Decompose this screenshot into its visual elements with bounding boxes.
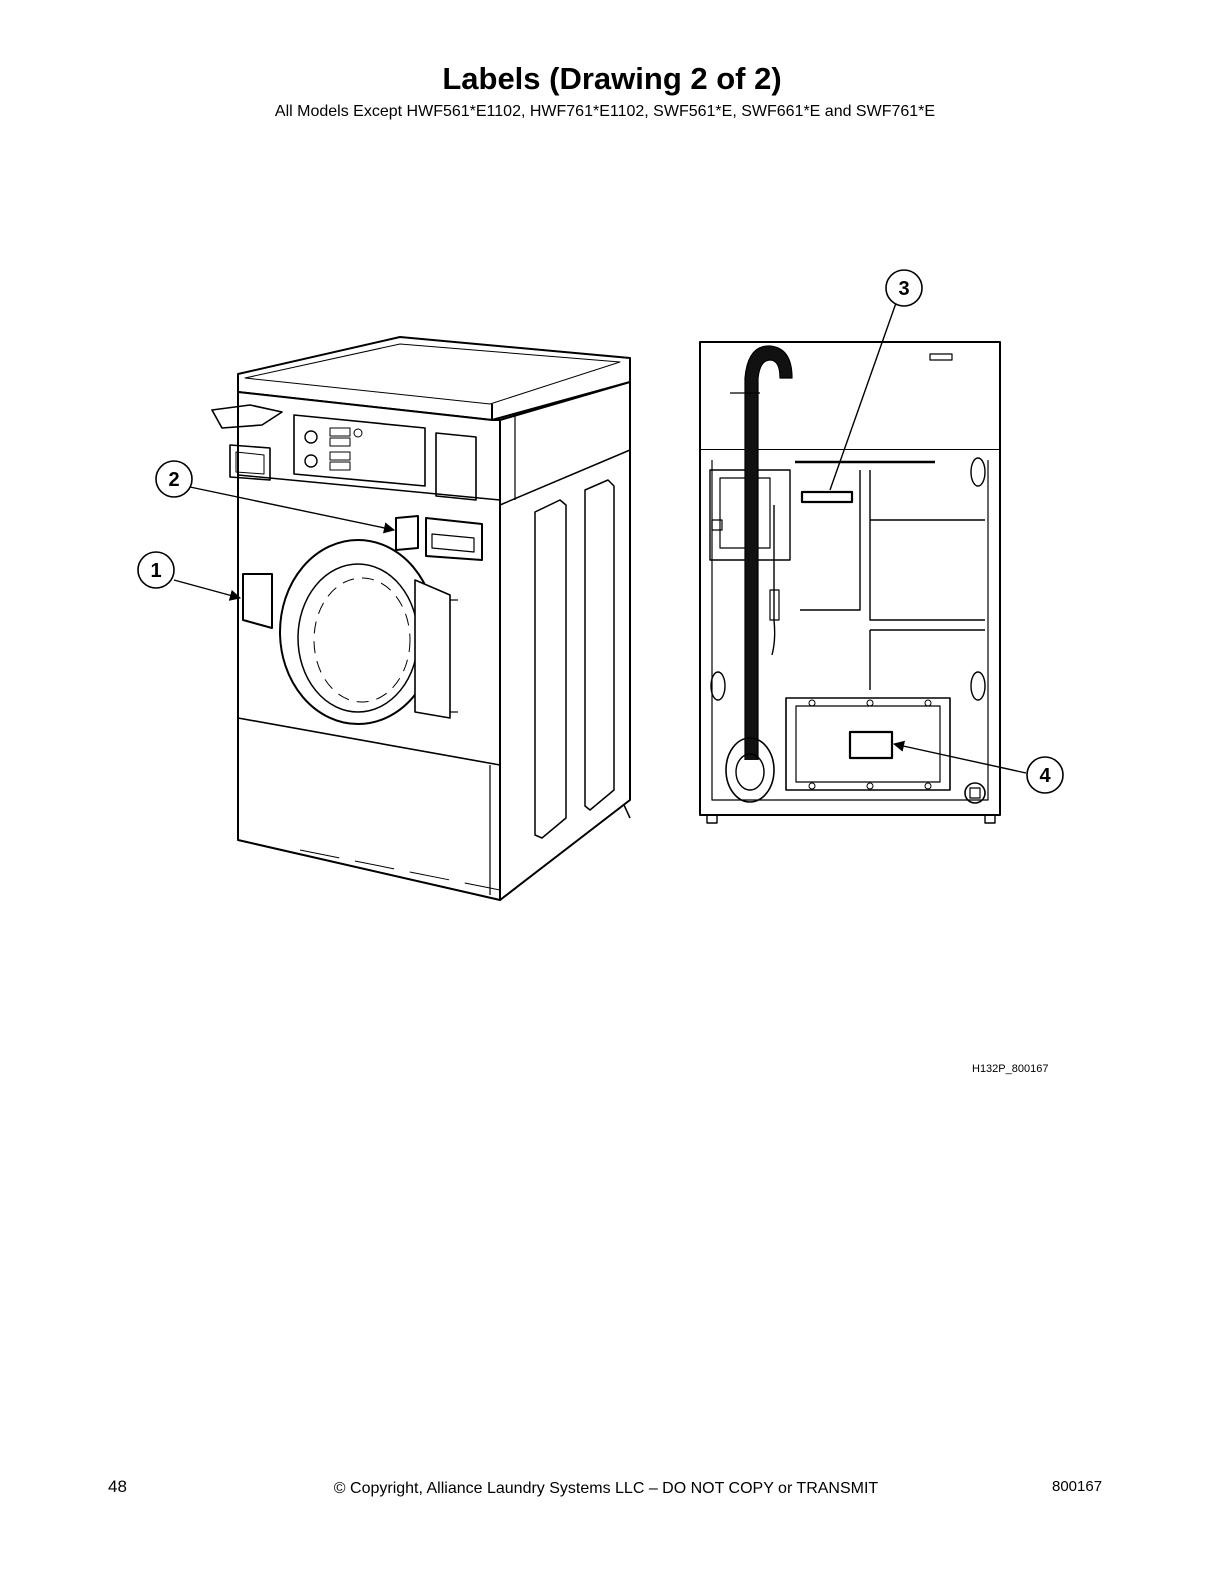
- callout-leaders: [173, 302, 1027, 774]
- page-subtitle: All Models Except HWF561*E1102, HWF761*E…: [274, 103, 936, 120]
- svg-text:4: 4: [1039, 765, 1051, 787]
- copyright-notice: © Copyright, Alliance Laundry Systems LL…: [333, 1480, 879, 1497]
- callout-3: 3: [885, 269, 923, 307]
- document-number: 800167: [1052, 1478, 1103, 1495]
- callout-2: 2: [155, 460, 193, 498]
- washer-front-view: [211, 336, 631, 901]
- svg-text:2: 2: [168, 469, 179, 491]
- svg-text:1: 1: [150, 560, 161, 582]
- callout-1: 1: [137, 551, 175, 589]
- svg-text:3: 3: [898, 278, 909, 300]
- page-number: 48: [108, 1477, 127, 1496]
- figure-code: H132P_800167: [972, 1063, 1049, 1075]
- washer-rear-view: [699, 341, 1001, 824]
- page-title: Labels (Drawing 2 of 2): [442, 61, 782, 96]
- callout-4: 4: [1026, 756, 1064, 794]
